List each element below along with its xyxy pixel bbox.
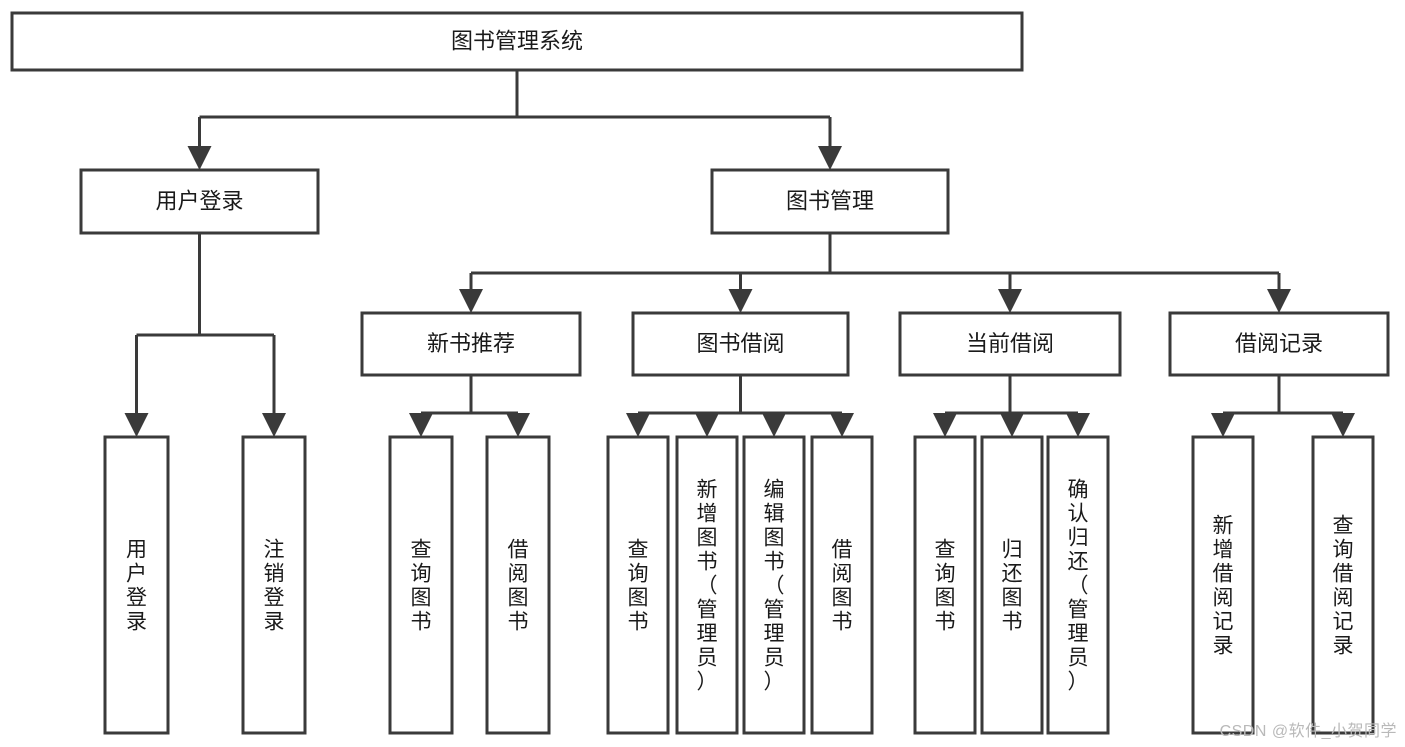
node-leaf-add-record[interactable]: 新增借阅记录 [1191, 435, 1255, 735]
node-leaf-add-book-label: 新增图书（管理员） [697, 479, 718, 694]
node-borrow-record-box[interactable] [1168, 311, 1390, 377]
node-book-borrow-label: 图书借阅 [696, 331, 784, 356]
node-leaf-user-login-box[interactable] [103, 435, 170, 735]
node-leaf-edit-book-label: 编辑图书（管理员） [764, 479, 785, 694]
node-new-book-recommend[interactable]: 新书推荐 [360, 311, 582, 377]
node-leaf-query-record[interactable]: 查询借阅记录 [1311, 435, 1375, 735]
node-leaf-confirm-return-label: 确认归还（管理员） [1068, 479, 1089, 694]
node-leaf-query-book-2-label: 查询图书 [628, 539, 649, 634]
node-leaf-borrow-book-1-box[interactable] [485, 435, 551, 735]
node-leaf-confirm-return-box[interactable] [1046, 435, 1110, 735]
node-book-borrow[interactable]: 图书借阅 [631, 311, 850, 377]
node-book-borrow-box[interactable] [631, 311, 850, 377]
node-leaf-user-login[interactable]: 用户登录 [103, 435, 170, 735]
node-leaf-borrow-book-1-label: 借阅图书 [508, 539, 529, 634]
node-leaf-query-book-3[interactable]: 查询图书 [913, 435, 977, 735]
node-leaf-borrow-book-2-label: 借阅图书 [832, 539, 853, 634]
node-borrow-record[interactable]: 借阅记录 [1168, 311, 1390, 377]
node-leaf-user-login-label: 用户登录 [126, 539, 147, 634]
node-leaf-query-book-2[interactable]: 查询图书 [606, 435, 670, 735]
node-book-manage-box[interactable] [710, 168, 950, 235]
node-leaf-add-record-box[interactable] [1191, 435, 1255, 735]
node-user-login-label: 用户登录 [155, 188, 243, 213]
node-user-login-box[interactable] [79, 168, 320, 235]
node-book-manage[interactable]: 图书管理 [710, 168, 950, 235]
node-user-login[interactable]: 用户登录 [79, 168, 320, 235]
node-book-management-system-box[interactable] [10, 11, 1024, 72]
node-leaf-logout[interactable]: 注销登录 [241, 435, 307, 735]
node-leaf-edit-book[interactable]: 编辑图书（管理员） [742, 435, 806, 735]
node-leaf-add-book-box[interactable] [675, 435, 739, 735]
node-leaf-query-book-1-box[interactable] [388, 435, 454, 735]
node-new-book-recommend-box[interactable] [360, 311, 582, 377]
csdn-watermark: CSDN @软件_小贺同学 [1219, 723, 1397, 740]
node-leaf-query-record-box[interactable] [1311, 435, 1375, 735]
node-book-management-system[interactable]: 图书管理系统 [10, 11, 1024, 72]
node-book-management-system-label: 图书管理系统 [451, 28, 583, 53]
node-leaf-query-record-label: 查询借阅记录 [1333, 515, 1354, 658]
node-leaf-add-book[interactable]: 新增图书（管理员） [675, 435, 739, 735]
node-layer: 图书管理系统用户登录图书管理新书推荐图书借阅当前借阅借阅记录用户登录注销登录查询… [10, 11, 1390, 735]
node-current-borrow-label: 当前借阅 [966, 331, 1054, 356]
node-borrow-record-label: 借阅记录 [1235, 331, 1323, 356]
node-current-borrow[interactable]: 当前借阅 [898, 311, 1122, 377]
node-leaf-return-book-label: 归还图书 [1002, 539, 1023, 634]
node-book-manage-label: 图书管理 [786, 188, 874, 213]
node-new-book-recommend-label: 新书推荐 [427, 331, 515, 356]
node-leaf-edit-book-box[interactable] [742, 435, 806, 735]
connector-layer [124, 70, 1355, 437]
node-leaf-add-record-label: 新增借阅记录 [1213, 515, 1234, 658]
node-leaf-borrow-book-1[interactable]: 借阅图书 [485, 435, 551, 735]
node-current-borrow-box[interactable] [898, 311, 1122, 377]
node-leaf-query-book-2-box[interactable] [606, 435, 670, 735]
node-leaf-borrow-book-2-box[interactable] [810, 435, 874, 735]
node-leaf-query-book-3-label: 查询图书 [935, 539, 956, 634]
node-leaf-return-book[interactable]: 归还图书 [980, 435, 1044, 735]
node-leaf-query-book-3-box[interactable] [913, 435, 977, 735]
node-leaf-query-book-1[interactable]: 查询图书 [388, 435, 454, 735]
node-leaf-logout-box[interactable] [241, 435, 307, 735]
node-leaf-query-book-1-label: 查询图书 [411, 539, 432, 634]
node-leaf-return-book-box[interactable] [980, 435, 1044, 735]
node-leaf-borrow-book-2[interactable]: 借阅图书 [810, 435, 874, 735]
node-leaf-confirm-return[interactable]: 确认归还（管理员） [1046, 435, 1110, 735]
node-leaf-logout-label: 注销登录 [264, 539, 285, 634]
